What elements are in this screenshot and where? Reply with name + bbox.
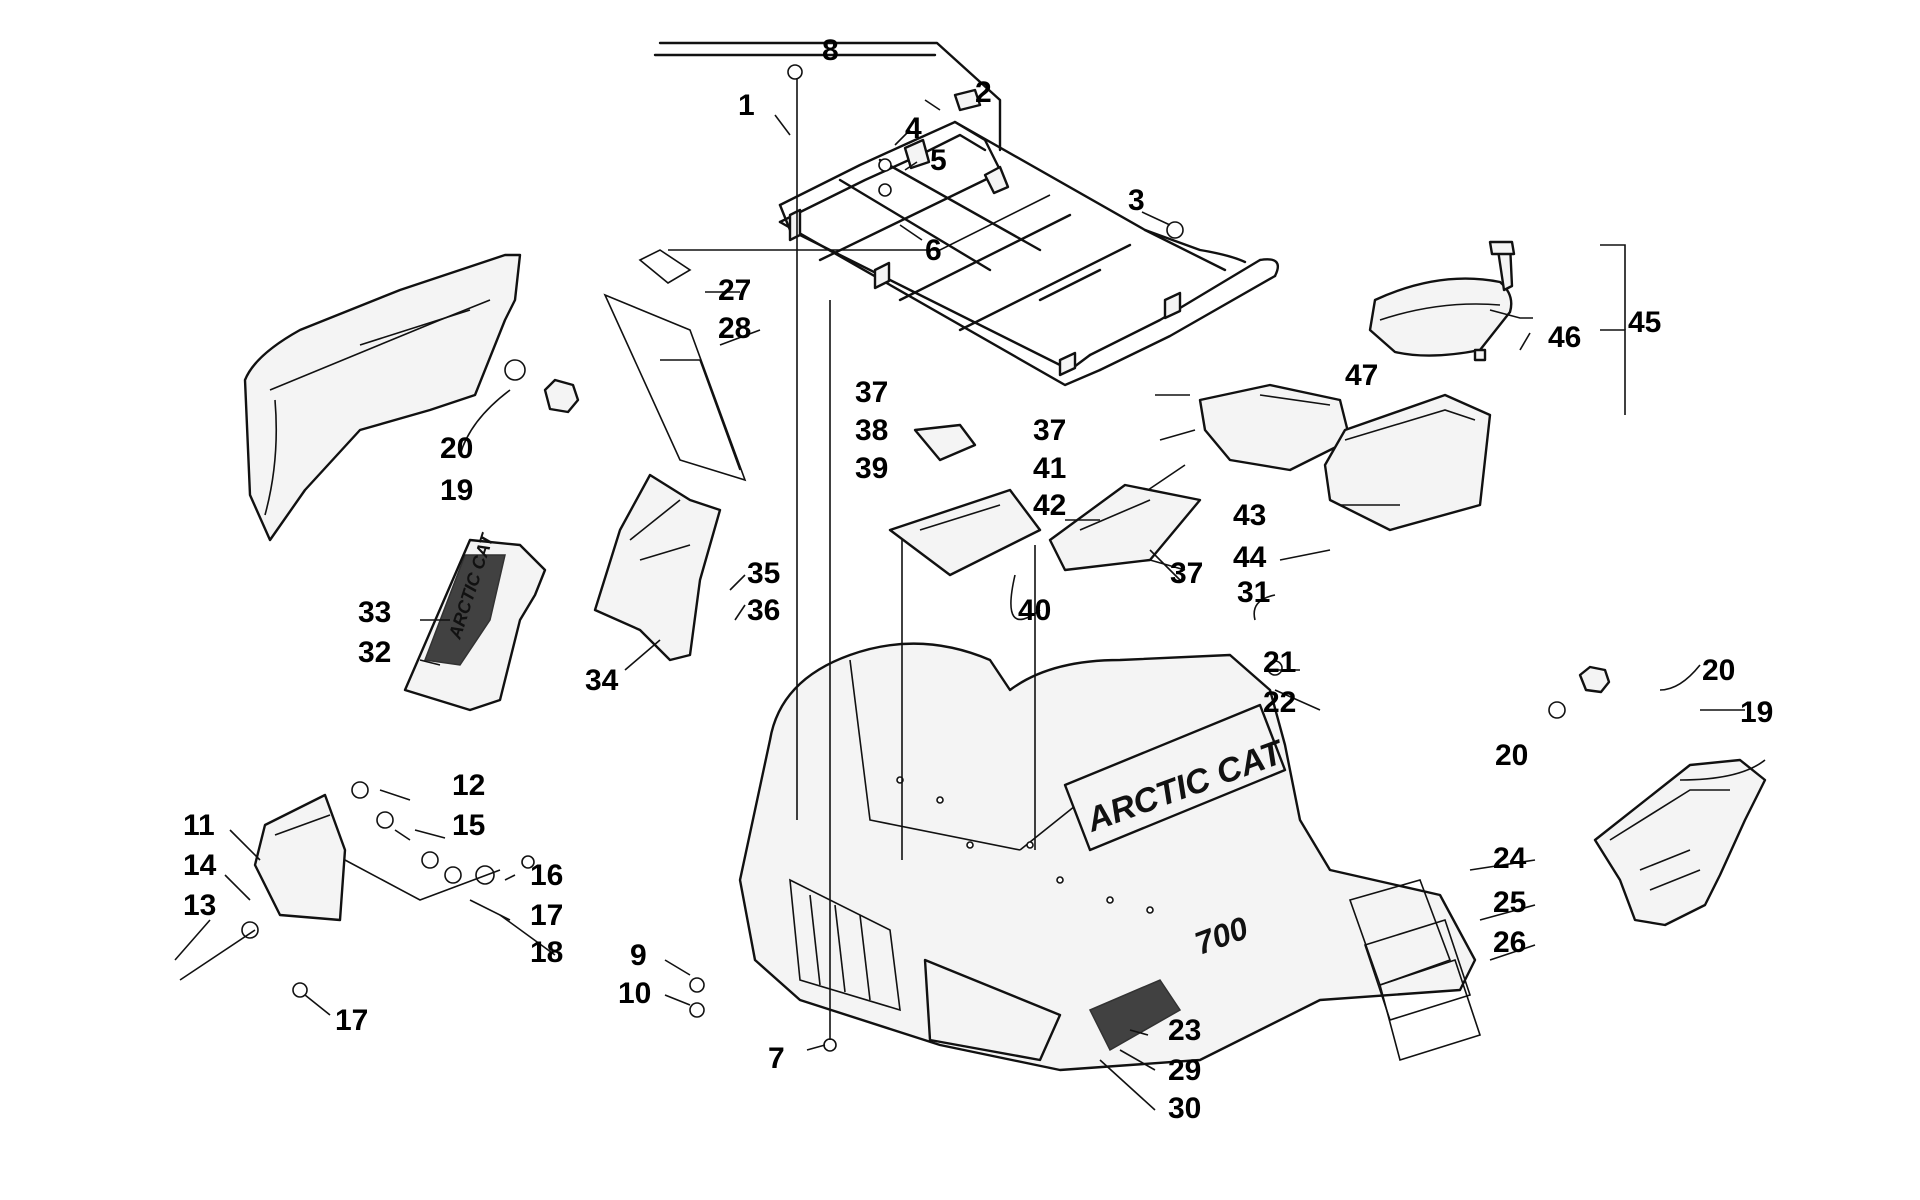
callout-17a: 17: [530, 899, 563, 932]
callout-20a: 20: [440, 432, 473, 465]
callout-24: 24: [1493, 842, 1527, 875]
center-trays: [888, 423, 1202, 577]
callout-6: 6: [925, 234, 942, 267]
callout-34: 34: [585, 664, 619, 697]
callout-44: 44: [1233, 541, 1267, 574]
callout-12: 12: [452, 769, 485, 802]
callout-8: 8: [822, 34, 839, 67]
callout-18: 18: [530, 936, 563, 969]
callout-21: 21: [1263, 646, 1296, 679]
callout-43: 43: [1233, 499, 1266, 532]
right-side-panel: [1548, 665, 1767, 927]
leader-lines: [174, 99, 1766, 1111]
callout-17b: 17: [335, 1004, 368, 1037]
front-body: ARCTIC CAT 700: [738, 642, 1477, 1072]
callout-26: 26: [1493, 926, 1526, 959]
decal-sheet-right: [1348, 879, 1482, 1062]
callout-11: 11: [183, 809, 215, 842]
callout-27: 27: [718, 274, 751, 307]
callout-15: 15: [452, 809, 485, 842]
callout-1: 1: [738, 89, 755, 122]
callout-37a: 37: [855, 376, 888, 409]
callout-40: 40: [1018, 594, 1051, 627]
callout-2: 2: [975, 76, 992, 109]
storage-box: [1198, 240, 1516, 532]
callout-42: 42: [1033, 489, 1066, 522]
callout-37b: 37: [1033, 414, 1066, 447]
callout-46: 46: [1548, 321, 1581, 354]
callout-29: 29: [1168, 1054, 1201, 1087]
callout-47: 47: [1345, 359, 1378, 392]
callout-4: 4: [905, 112, 922, 145]
callout-30: 30: [1168, 1092, 1201, 1125]
callouts: 1 2 3 4 5 6 7 8 9 10 11 12 13 14 15 16 1…: [183, 34, 1773, 1125]
callout-28: 28: [718, 312, 751, 345]
callout-32: 32: [358, 636, 391, 669]
callout-22: 22: [1263, 686, 1296, 719]
callout-14: 14: [183, 849, 217, 882]
callout-23: 23: [1168, 1014, 1201, 1047]
callout-7: 7: [768, 1042, 785, 1075]
callout-31: 31: [1237, 576, 1270, 609]
callout-35: 35: [747, 557, 780, 590]
callout-10: 10: [618, 977, 651, 1010]
callout-45: 45: [1628, 306, 1661, 339]
callout-36: 36: [747, 594, 780, 627]
callout-5: 5: [930, 144, 947, 177]
hardware: [689, 64, 1283, 1052]
callout-19b: 19: [1740, 696, 1773, 729]
callout-9: 9: [630, 939, 647, 972]
callout-25: 25: [1493, 886, 1526, 919]
callout-19a: 19: [440, 474, 473, 507]
callout-37c: 37: [1170, 557, 1203, 590]
front-rack: [653, 41, 1280, 387]
callout-41: 41: [1033, 452, 1066, 485]
callout-39: 39: [855, 452, 888, 485]
callout-13: 13: [183, 889, 216, 922]
callout-20b: 20: [1702, 654, 1735, 687]
decal-sheet-left: [603, 249, 747, 482]
callout-16: 16: [530, 859, 563, 892]
left-side-panel: [243, 253, 580, 542]
callout-33: 33: [358, 596, 391, 629]
callout-20c: 20: [1495, 739, 1528, 772]
left-light-assembly: [179, 781, 535, 998]
callout-38: 38: [855, 414, 888, 447]
callout-3: 3: [1128, 184, 1145, 217]
inner-fender: [593, 473, 722, 662]
